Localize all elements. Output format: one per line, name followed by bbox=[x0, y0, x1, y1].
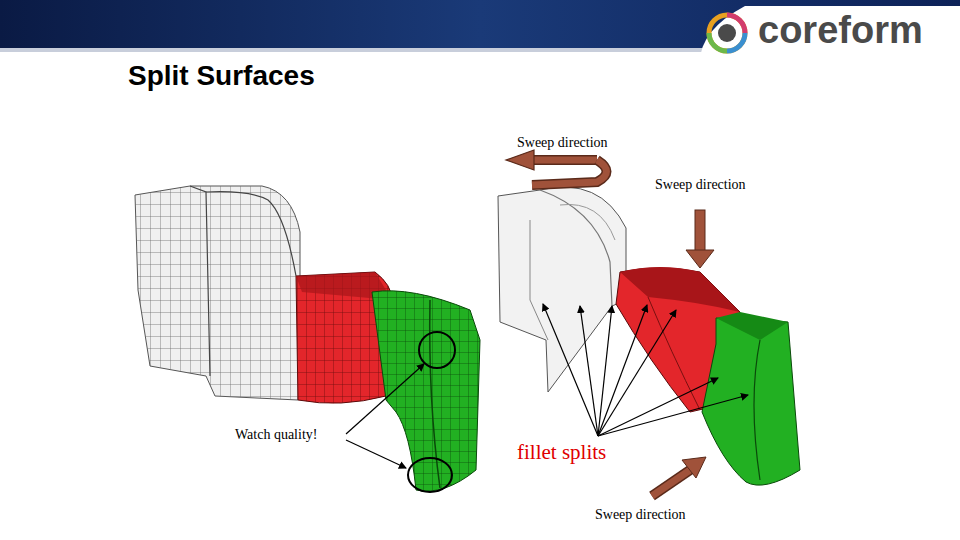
sweep-label: Sweep direction bbox=[595, 507, 686, 523]
quality-callouts bbox=[346, 332, 455, 492]
sweep-arrow-diagonal bbox=[652, 457, 706, 496]
logo-ground bbox=[700, 6, 960, 62]
sweep-label: Sweep direction bbox=[655, 177, 746, 193]
fillet-leaders bbox=[543, 304, 748, 436]
callout-label: Watch quality! bbox=[235, 427, 317, 443]
slide-title: Split Surfaces bbox=[128, 60, 315, 92]
callout-label: fillet splits bbox=[517, 440, 606, 464]
logo-wordmark: coreform bbox=[758, 9, 923, 53]
logo-icon bbox=[709, 15, 745, 51]
sweep-arrow-down bbox=[686, 210, 714, 268]
meshed-part-left bbox=[135, 186, 480, 491]
sweep-arrow-curved bbox=[506, 150, 607, 185]
sweep-label: Sweep direction bbox=[517, 135, 608, 151]
split-part-right bbox=[498, 187, 800, 485]
